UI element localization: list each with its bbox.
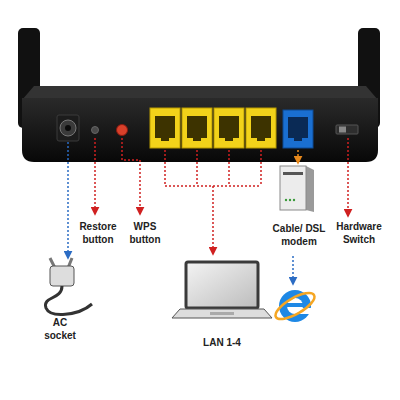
router-top	[22, 86, 378, 100]
leader-line	[67, 142, 69, 258]
modem-led	[289, 199, 291, 201]
lan-ports	[150, 108, 276, 148]
router-back-panel	[22, 98, 378, 162]
part-label: LAN 1-4	[172, 336, 272, 349]
plug-cable	[45, 286, 92, 314]
leader-line	[228, 150, 230, 186]
port-opening	[251, 116, 271, 138]
internet-logo	[272, 288, 318, 324]
plug-body	[50, 266, 74, 286]
switch-slider	[339, 127, 346, 133]
modem-led	[285, 199, 287, 201]
port-notch	[161, 136, 169, 141]
part-label: WPS button	[122, 220, 168, 246]
logo-orbit	[272, 288, 318, 324]
logo-bar	[287, 303, 303, 307]
modem-side	[306, 166, 314, 212]
part-label: Restore button	[72, 220, 124, 246]
port-notch	[257, 136, 265, 141]
leader-line	[94, 138, 96, 214]
part-label: Hardware Switch	[330, 220, 388, 246]
leader-line	[292, 256, 294, 284]
ac-plug	[45, 258, 92, 314]
lan-port	[182, 108, 212, 148]
port-notch	[294, 136, 302, 141]
leader-line	[347, 138, 349, 216]
leader-line	[212, 186, 214, 254]
leader-line	[260, 150, 262, 186]
port-opening	[219, 116, 239, 138]
hardware-switch	[336, 125, 358, 134]
restore-hole	[92, 127, 99, 134]
wan-port	[283, 110, 313, 148]
wps-button	[117, 125, 128, 136]
laptop	[172, 262, 272, 318]
leader-line	[164, 150, 166, 186]
port-opening	[155, 116, 175, 138]
laptop-base	[172, 309, 272, 318]
power-jack-frame	[57, 115, 79, 141]
lan-bracket	[165, 150, 261, 254]
laptop-touchpad	[210, 312, 234, 315]
part-label: Cable/ DSL modem	[266, 222, 332, 248]
modem	[280, 166, 306, 210]
part-label: AC socket	[36, 316, 84, 342]
lan-port	[150, 108, 180, 148]
lan-port	[214, 108, 244, 148]
leader-line	[196, 150, 198, 186]
power-jack-pin	[65, 125, 71, 131]
port-notch	[225, 136, 233, 141]
modem-vent	[283, 172, 303, 175]
logo-disc	[279, 290, 311, 322]
laptop-screen	[186, 262, 258, 308]
port-notch	[193, 136, 201, 141]
port-opening	[288, 117, 308, 138]
leader-line	[122, 138, 140, 214]
port-opening	[187, 116, 207, 138]
power-jack	[60, 120, 76, 136]
leader-line	[297, 150, 299, 163]
modem-led	[293, 199, 295, 201]
lan-port	[246, 108, 276, 148]
